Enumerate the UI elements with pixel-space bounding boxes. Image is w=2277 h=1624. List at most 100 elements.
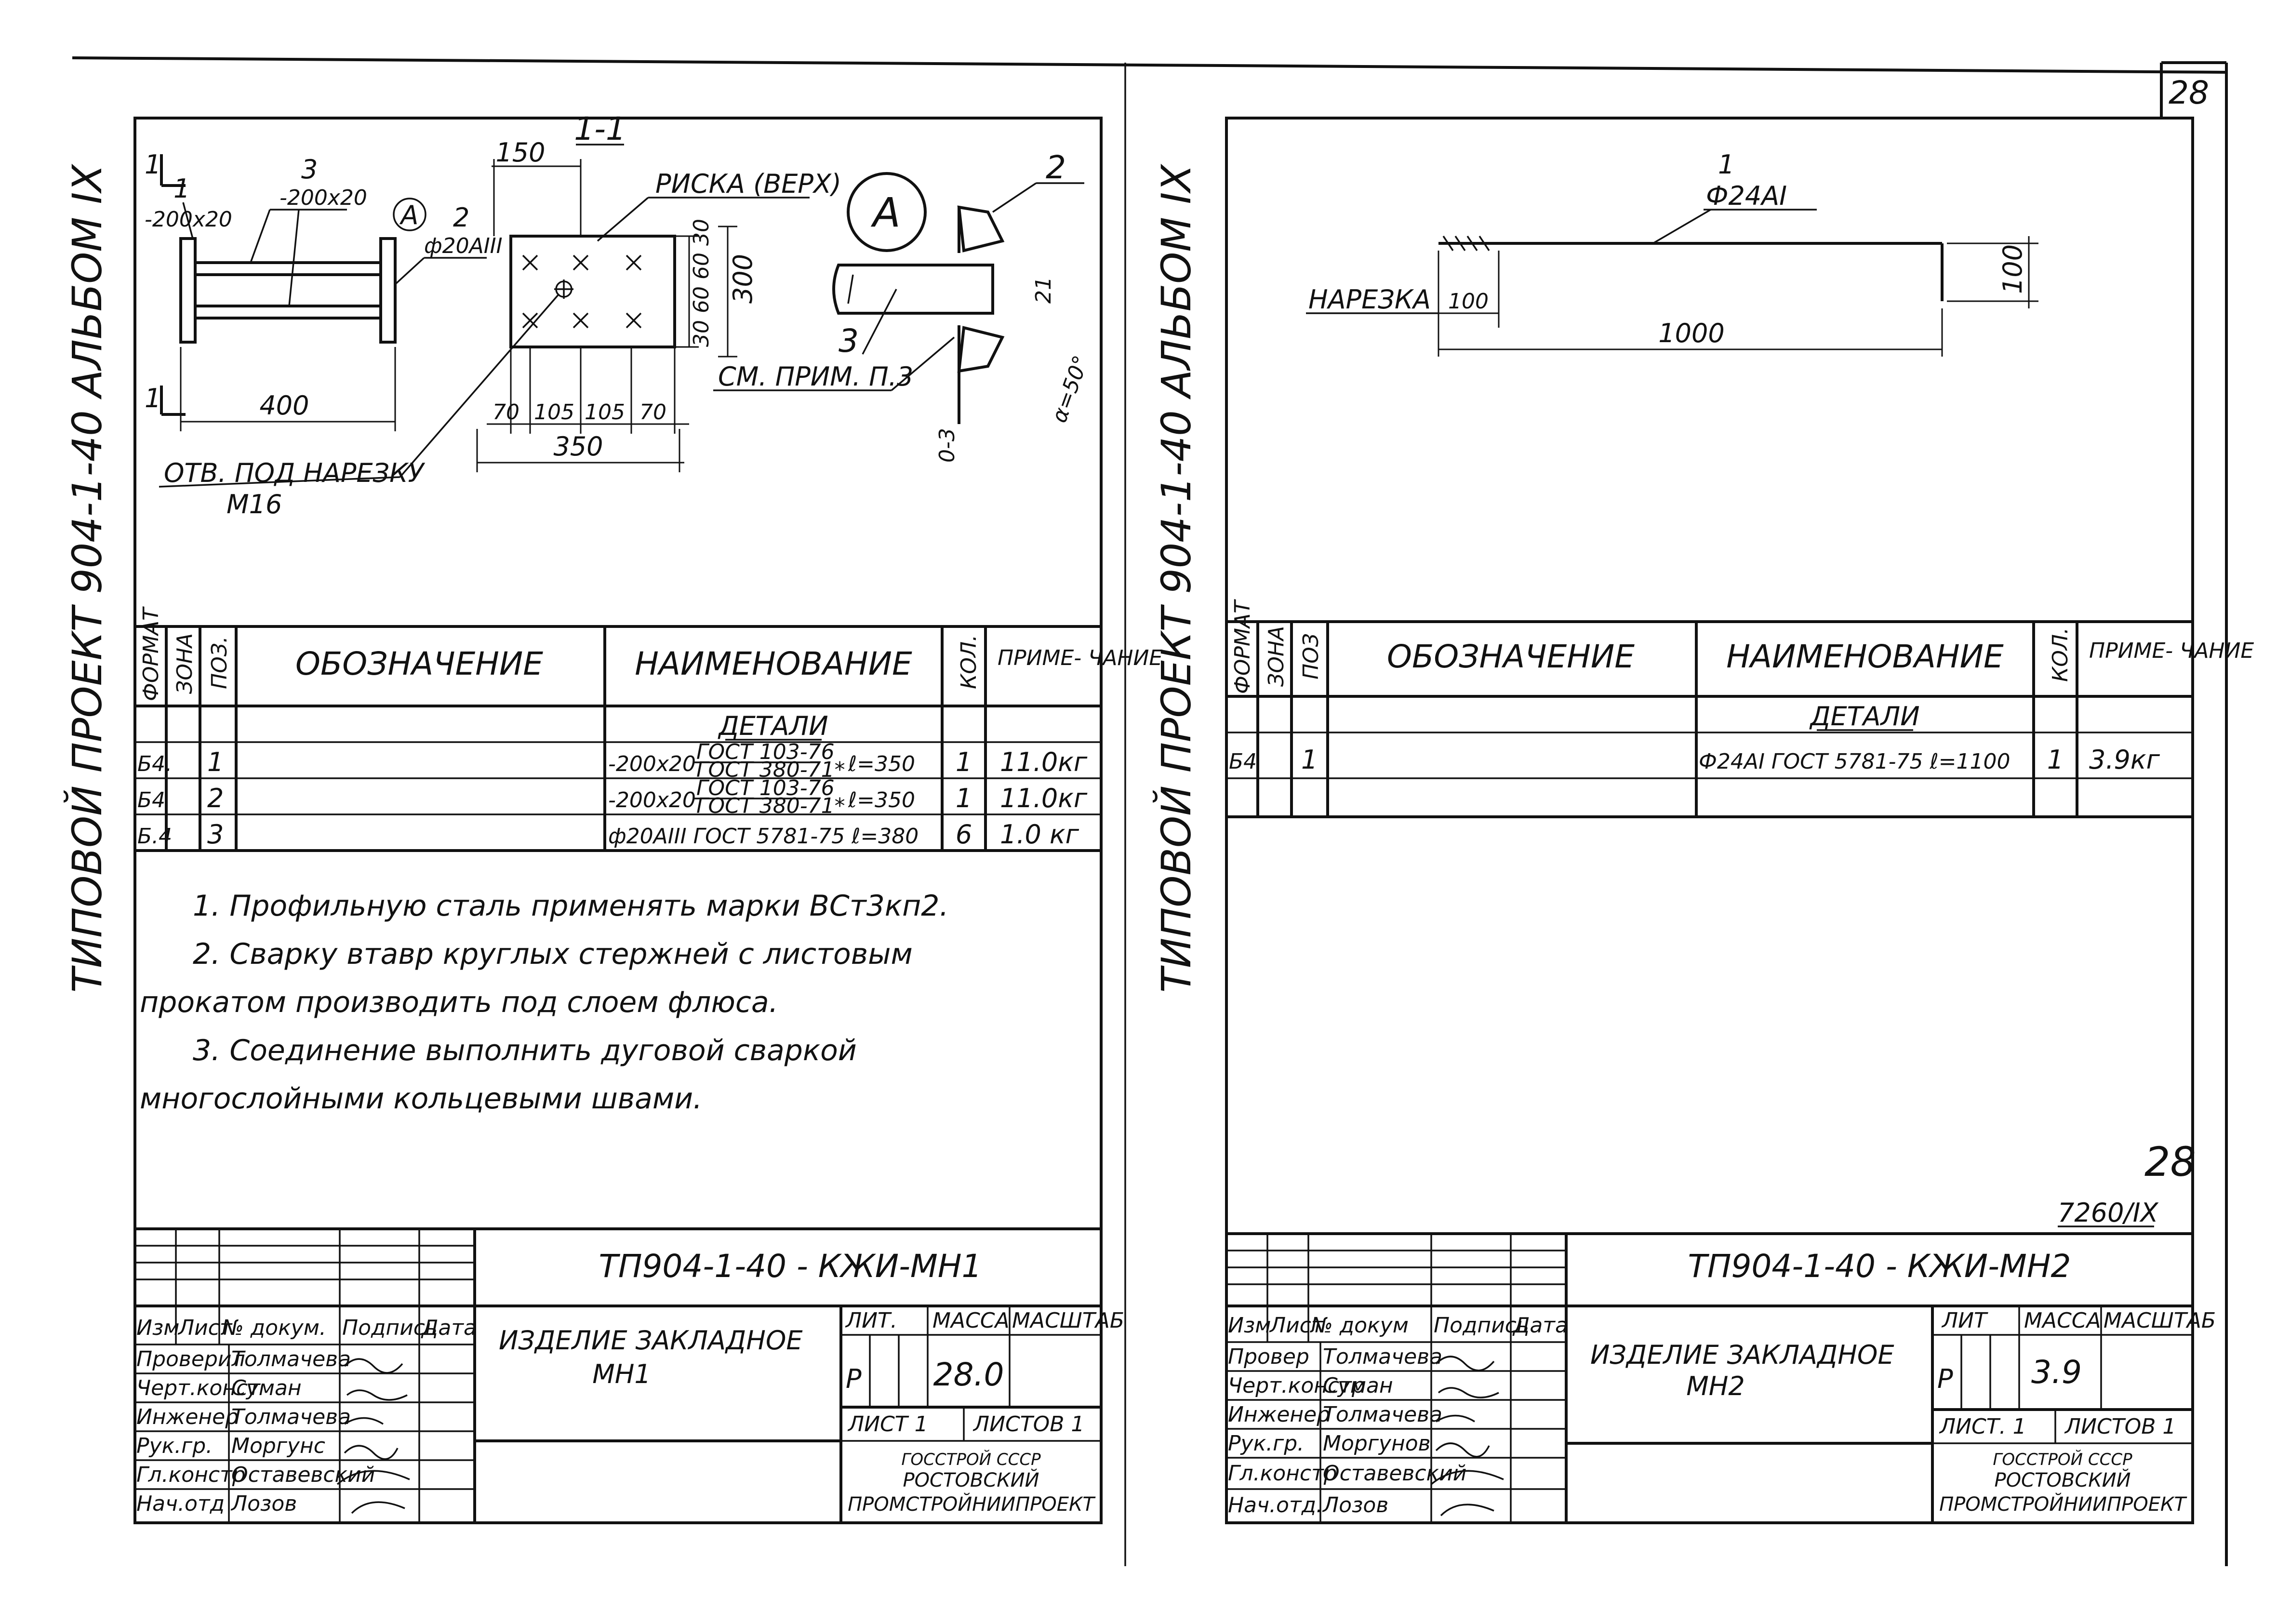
svg-text:Б4.: Б4.: [137, 752, 172, 776]
spec-h-note: ПРИМЕ- ЧАНИЕ: [2089, 639, 2254, 663]
right-item-code: МН2: [1686, 1371, 1745, 1401]
svg-text:Лозов: Лозов: [230, 1491, 297, 1516]
pos-3-label: 3: [301, 154, 318, 185]
svg-text:Лист: Лист: [177, 1316, 233, 1340]
dim-150: 150: [495, 137, 545, 168]
svg-text:11.0кг: 11.0кг: [1000, 747, 1088, 777]
pos-1-label: 1: [173, 173, 190, 204]
plate-right: [379, 237, 397, 344]
dim-bottom-1: 70: [493, 400, 519, 425]
svg-text:Инженер: Инженер: [136, 1405, 239, 1429]
svg-text:Гл.констр: Гл.констр: [136, 1463, 246, 1487]
dim-350: 350: [553, 431, 603, 462]
sheet-number: 28: [2144, 1138, 2196, 1185]
spec-h-designation: ОБОЗНАЧЕНИЕ: [295, 645, 543, 682]
thread-dim: 100: [1448, 289, 1489, 314]
callout-A-large-label: А: [870, 189, 900, 236]
svg-text:ф20АIII ГОСТ 5781-75 ℓ=380: ф20АIII ГОСТ 5781-75 ℓ=380: [608, 824, 919, 849]
detail-pos-2: 2: [1046, 149, 1066, 186]
svg-text:Рук.гр.: Рук.гр.: [1228, 1431, 1304, 1456]
weld-top: [957, 205, 1005, 253]
svg-text:Черт.конст: Черт.конст: [136, 1376, 261, 1400]
left-item-code: МН1: [592, 1359, 651, 1389]
note-line-2: 2. Сварку втавр круглых стержней с листо…: [193, 937, 913, 971]
svg-text:ГОСТ 103-76: ГОСТ 103-76: [696, 740, 835, 764]
svg-text:Изм: Изм: [1228, 1313, 1271, 1338]
left-frame: [133, 117, 1103, 1524]
top-rule: [72, 56, 2227, 74]
right-drawing: 1 Ф24АI НАРЕЗКА 100 1000 100: [1306, 149, 2038, 357]
marking-label: РИСКА (ВЕРХ): [655, 169, 841, 199]
svg-text:Моргунс: Моргунс: [231, 1434, 325, 1458]
right-frame: [1225, 117, 2194, 1524]
left-sheet: ТИПОВОЙ ПРОЕКТ 904-1-40 АЛЬБОМ IX 1 1 -2…: [64, 110, 1162, 1524]
svg-text:-200x20: -200x20: [608, 752, 696, 776]
thread-label: НАРЕЗКА: [1308, 284, 1431, 315]
svg-text:Нач.отд: Нач.отд: [136, 1491, 225, 1516]
svg-text:Б4: Б4: [1229, 749, 1257, 774]
section-plate: [509, 235, 676, 348]
detail-angle: α=50°: [1047, 352, 1093, 426]
svg-text:6: 6: [956, 819, 972, 850]
svg-text:1: 1: [207, 747, 224, 777]
detail-dim: 21: [1031, 277, 1056, 304]
callout-A-large: [847, 172, 927, 252]
svg-text:ЛИТ: ЛИТ: [1941, 1308, 1988, 1333]
detail-pos-3: 3: [839, 322, 859, 359]
spec-h-pos: ПОЗ.: [207, 636, 232, 689]
svg-text:1.0 кг: 1.0 кг: [1000, 819, 1079, 850]
svg-text:Нач.отд.: Нач.отд.: [1228, 1493, 1323, 1518]
spec-section: ДЕТАЛИ: [718, 711, 828, 741]
svg-text:МАССА: МАССА: [2024, 1308, 2101, 1333]
dim-400: 400: [259, 390, 309, 421]
svg-text:ЛИСТОВ 1: ЛИСТОВ 1: [2064, 1414, 2176, 1439]
svg-text:Инженер: Инженер: [1228, 1402, 1330, 1427]
svg-text:Провер: Провер: [1228, 1344, 1309, 1369]
spec-h-qty: КОЛ.: [2048, 627, 2073, 682]
length-dim: 1000: [1658, 318, 1724, 348]
table-row: Б4 1 Ф24АI ГОСТ 5781-75 ℓ=1100 1 3.9кг: [1229, 745, 2160, 775]
note-line-3: прокатом производить под слоем флюса.: [140, 985, 778, 1019]
left-side-label: ТИПОВОЙ ПРОЕКТ 904-1-40 АЛЬБОМ IX: [64, 163, 111, 993]
svg-text:ЛИСТ 1: ЛИСТ 1: [847, 1412, 928, 1437]
rod-section: [832, 264, 994, 315]
svg-text:Проверил: Проверил: [136, 1347, 245, 1371]
svg-text:ЛИТ.: ЛИТ.: [845, 1308, 897, 1333]
spec-h-designation: ОБОЗНАЧЕНИЕ: [1387, 638, 1635, 675]
dim-bottom-3: 105: [585, 400, 625, 425]
hook-dim: 100: [1997, 244, 2028, 294]
svg-text:1: 1: [956, 783, 972, 813]
callout-A-small: [393, 198, 426, 231]
svg-text:Дата: Дата: [421, 1316, 477, 1340]
svg-text:ГОСТ 380-71*: ГОСТ 380-71*: [696, 794, 845, 818]
spec-h-pos: ПОЗ: [1299, 633, 1323, 679]
svg-text:Изм: Изм: [136, 1316, 180, 1340]
svg-text:РОСТОВСКИЙ: РОСТОВСКИЙ: [1994, 1468, 2131, 1491]
page-number: 28: [2169, 74, 2209, 111]
svg-text:3.9кг: 3.9кг: [2089, 745, 2160, 775]
plate-label-top: -200x20: [280, 186, 367, 210]
svg-text:Дата: Дата: [1512, 1313, 1568, 1338]
svg-text:Моргунов: Моргунов: [1323, 1431, 1431, 1456]
svg-text:ГОСТ 380-71*: ГОСТ 380-71*: [696, 758, 845, 782]
svg-text:1: 1: [2047, 745, 2064, 775]
left-title-block: ТП904-1-40 - КЖИ-МН1 Изм Лист № докум. П…: [135, 1227, 1124, 1523]
svg-text:Суман: Суман: [1323, 1373, 1393, 1398]
right-mass: 3.9: [2031, 1354, 2082, 1391]
svg-text:Рук.гр.: Рук.гр.: [136, 1434, 213, 1458]
left-notes: 1. Профильную сталь применять марки ВСт3…: [140, 889, 949, 1116]
spec-h-name: НАИМЕНОВАНИЕ: [635, 645, 912, 682]
spec-h-format: ФОРМАТ: [1230, 599, 1255, 694]
right-title-block: ТП904-1-40 - КЖИ-МН2 Изм Лист № докум По…: [1226, 1232, 2216, 1523]
detail-note: СМ. ПРИМ. П.3: [718, 361, 913, 392]
svg-text:Р: Р: [846, 1364, 862, 1394]
svg-text:-200x20: -200x20: [608, 788, 696, 812]
svg-text:ГОСТ 103-76: ГОСТ 103-76: [696, 776, 835, 800]
detail-gap: 0-3: [935, 428, 959, 463]
svg-text:3: 3: [207, 819, 224, 850]
svg-text:Оставевский: Оставевский: [1323, 1461, 1466, 1486]
svg-text:ℓ=350: ℓ=350: [848, 788, 915, 812]
svg-text:Ф24АI ГОСТ 5781-75 ℓ=1100: Ф24АI ГОСТ 5781-75 ℓ=1100: [1699, 749, 2011, 774]
note-line-4: 3. Соединение выполнить дуговой сваркой: [193, 1034, 857, 1067]
